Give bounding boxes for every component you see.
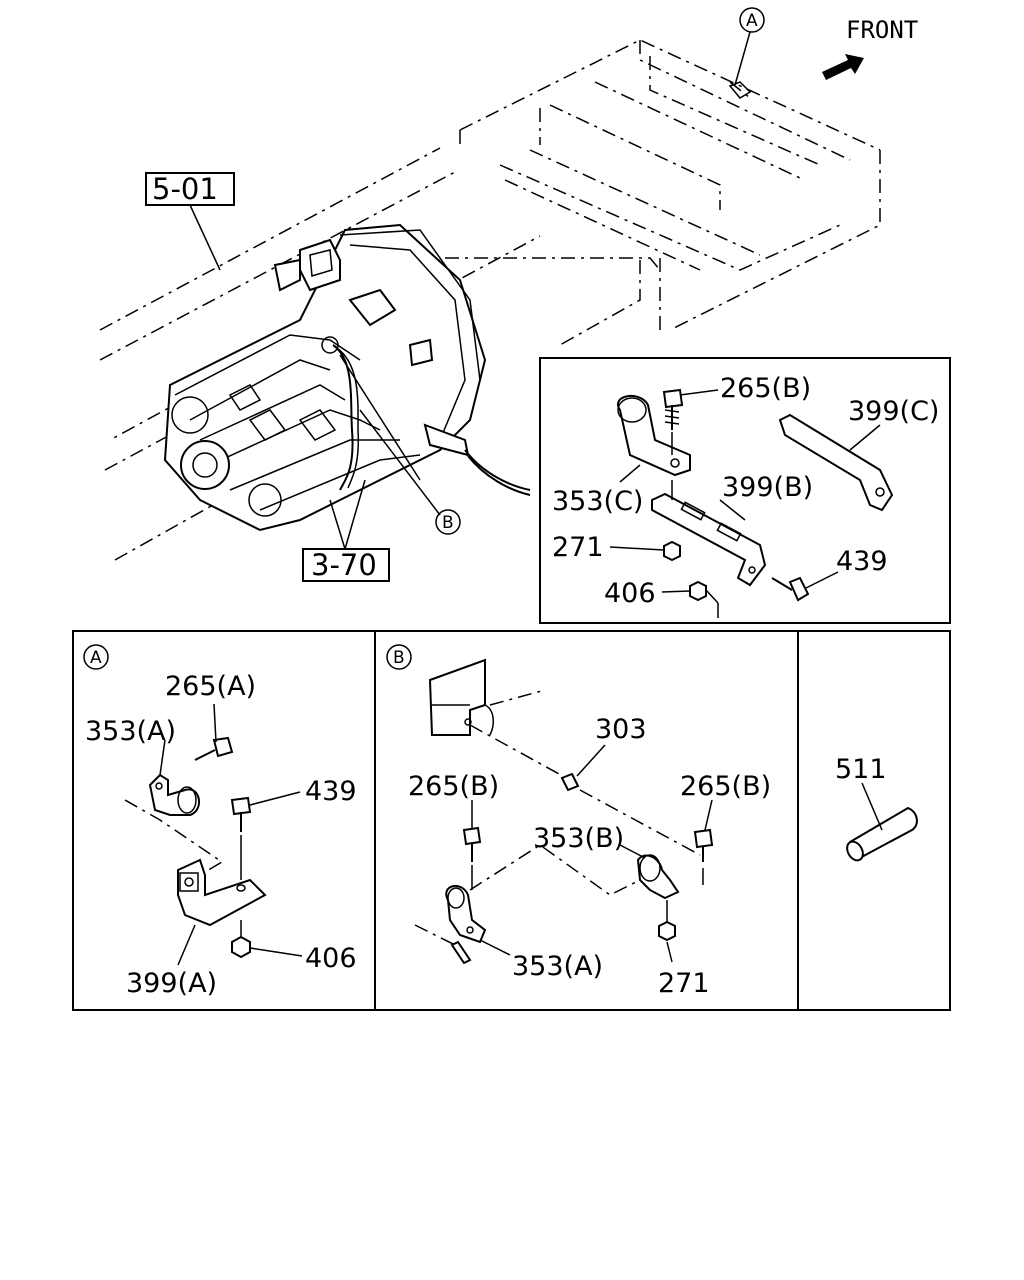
panel-b-label-265b-right: 265(B)	[680, 771, 771, 802]
pin-303-icon	[560, 772, 580, 792]
panel-a-label-353a: 353(A)	[85, 716, 176, 747]
panel-a-label-439: 439	[305, 776, 357, 807]
panel-a-label-399a: 399(A)	[126, 968, 217, 999]
bracket-399c-icon	[778, 413, 894, 512]
nut-271b-icon	[658, 920, 676, 942]
marker-a-label: A	[746, 11, 758, 31]
bolt-439a-icon	[230, 796, 252, 816]
label-406: 406	[604, 578, 656, 609]
nut-406-icon	[689, 580, 707, 602]
label-271: 271	[552, 532, 604, 563]
bolt-265b-left-icon	[462, 826, 482, 846]
marker-b-label: B	[442, 513, 454, 533]
panel-511: 511	[835, 754, 918, 862]
label-439: 439	[836, 546, 888, 577]
label-353c: 353(C)	[552, 486, 643, 517]
clip-353a-icon	[148, 773, 200, 816]
panel-a-label-406: 406	[305, 943, 357, 974]
pipe-511-icon	[848, 806, 918, 862]
panel-b-label-265b-left: 265(B)	[408, 771, 499, 802]
label-399c: 399(C)	[848, 396, 939, 427]
nut-406a-icon	[231, 935, 251, 959]
ref-3-70-label: 3-70	[311, 548, 377, 582]
ref-5-01-label: 5-01	[152, 172, 218, 206]
panel-a-label-265a: 265(A)	[165, 671, 256, 702]
marker-a-callout: A	[728, 7, 765, 99]
panel-a: A 265(A) 353(A) 439 399(A) 406	[83, 644, 357, 999]
detail-panel-bracket: 265(B) 399(C) 399(B) 353(C) 271 439 406	[539, 357, 951, 624]
panel-511-label: 511	[835, 754, 887, 785]
panel-b-label-353b: 353(B)	[533, 823, 624, 854]
bolt-265b-right-icon	[693, 828, 714, 849]
panel-b-label-271: 271	[658, 968, 710, 999]
bolt-439-icon	[788, 576, 810, 602]
frame-member-icon	[428, 658, 486, 736]
ref-box-3-70: 3-70	[302, 479, 390, 582]
label-265b: 265(B)	[720, 373, 811, 404]
front-label: FRONT	[846, 16, 918, 44]
bolt-265b-icon	[662, 388, 684, 409]
front-arrow-icon	[822, 54, 864, 80]
bracket-399a-icon	[177, 858, 267, 927]
panel-b-label-353a: 353(A)	[512, 951, 603, 982]
nut-271-icon	[663, 540, 681, 562]
bottom-panels	[72, 630, 951, 1011]
clip-353a-b-icon	[445, 885, 487, 944]
label-399b: 399(B)	[722, 472, 813, 503]
marker-b-callout: B	[359, 409, 461, 535]
panel-b-label-303: 303	[595, 714, 647, 745]
clip-353c-icon	[617, 394, 691, 477]
bolt-265a-icon	[212, 736, 234, 758]
panel-b: B 303	[386, 644, 771, 999]
transmission-assembly	[163, 223, 531, 532]
front-indicator: FRONT	[822, 16, 918, 80]
panel-a-marker: A	[90, 648, 102, 668]
bracket-399b-icon	[651, 492, 767, 587]
ref-box-5-01: 5-01	[145, 172, 235, 271]
panel-b-marker: B	[393, 648, 405, 668]
